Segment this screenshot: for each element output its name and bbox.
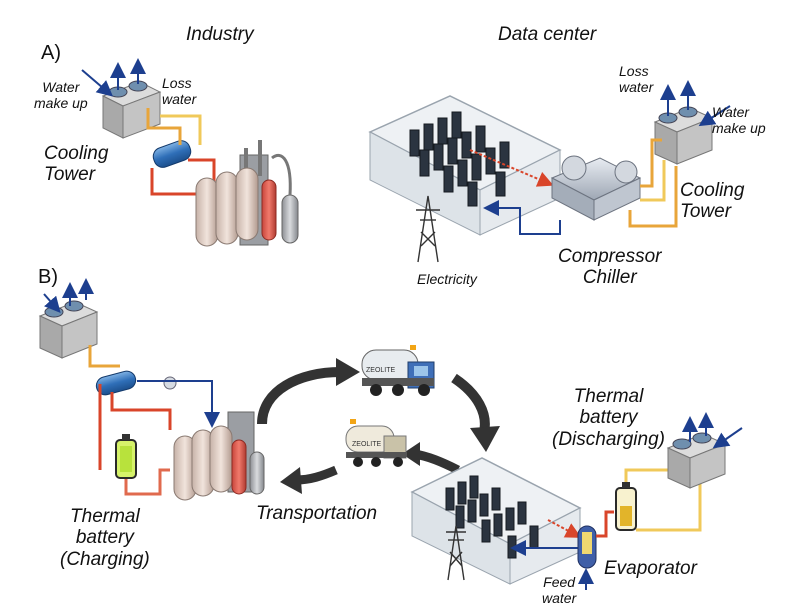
industry-heat-exchanger	[152, 140, 192, 168]
industry-pipe-orange	[146, 108, 182, 145]
b-heat-exchanger	[95, 370, 177, 396]
b-pipe-red-loop	[98, 384, 172, 470]
industry-pipe-red-2	[188, 158, 216, 185]
evaporator	[577, 525, 597, 569]
cycle-arrow-bottom-left	[295, 465, 338, 485]
b-industry-plant	[173, 411, 265, 501]
datacenter-pylon	[416, 195, 440, 263]
b-pipe-orange	[88, 345, 120, 368]
dc-pipe-yellow	[640, 160, 666, 202]
cycle-arrowhead-middle	[402, 442, 420, 466]
section-a-tag: A)	[41, 42, 61, 64]
cycle-arrow-top-left	[257, 367, 341, 425]
dc-makeup-arrow	[698, 105, 731, 127]
b-thermal-battery-charging	[115, 434, 137, 479]
b-dc-red-flow	[547, 519, 582, 538]
industry-title: Industry	[186, 24, 254, 45]
datacenter-title: Data center	[498, 24, 597, 45]
cycle-arrowhead-bottom-left	[280, 467, 302, 494]
b-pipe-blue	[137, 380, 220, 428]
truck-top	[361, 345, 435, 396]
compressor-chiller	[550, 155, 642, 221]
b-dc-cooling-tower	[666, 432, 727, 489]
cycle-arrowhead-right	[470, 426, 500, 452]
b-datacenter-building	[410, 457, 582, 585]
dc-pipe-orange	[640, 138, 662, 188]
b-dc-makeup-arrow	[712, 427, 743, 449]
truck-bottom-label: ZEOLITE	[352, 441, 382, 448]
section-b-tag: B)	[38, 266, 58, 288]
industry-plant	[195, 140, 299, 247]
cycle-arrow-right	[451, 373, 490, 434]
cycle-arrow-middle	[413, 449, 461, 475]
b-cooling-tower	[38, 300, 99, 359]
b-pipe-red-battery	[124, 468, 170, 496]
b-thermal-battery-discharging	[615, 482, 637, 531]
transportation-label: Transportation	[256, 503, 378, 524]
cycle-arrowhead-top-left	[336, 358, 360, 386]
datacenter-blue-return	[483, 200, 561, 235]
evaporator-label: Evaporator	[604, 558, 697, 579]
b-pylon	[446, 525, 466, 581]
industry-makeup-arrow	[81, 69, 114, 97]
datacenter-building-top	[368, 95, 562, 236]
b-makeup-arrow	[43, 293, 61, 314]
truck-bottom	[345, 419, 407, 467]
b-pipe-red-evap	[596, 510, 614, 538]
datacenter-cooling-tower	[653, 106, 714, 165]
industry-pipe-yellow	[160, 114, 202, 145]
b-pipe-yellow-discharge	[624, 468, 702, 532]
datacenter-red-flow	[469, 149, 554, 187]
dc-pipe-orange-2	[628, 166, 678, 228]
truck-top-label: ZEOLITE	[366, 367, 396, 374]
electricity-label: Electricity	[417, 271, 477, 287]
